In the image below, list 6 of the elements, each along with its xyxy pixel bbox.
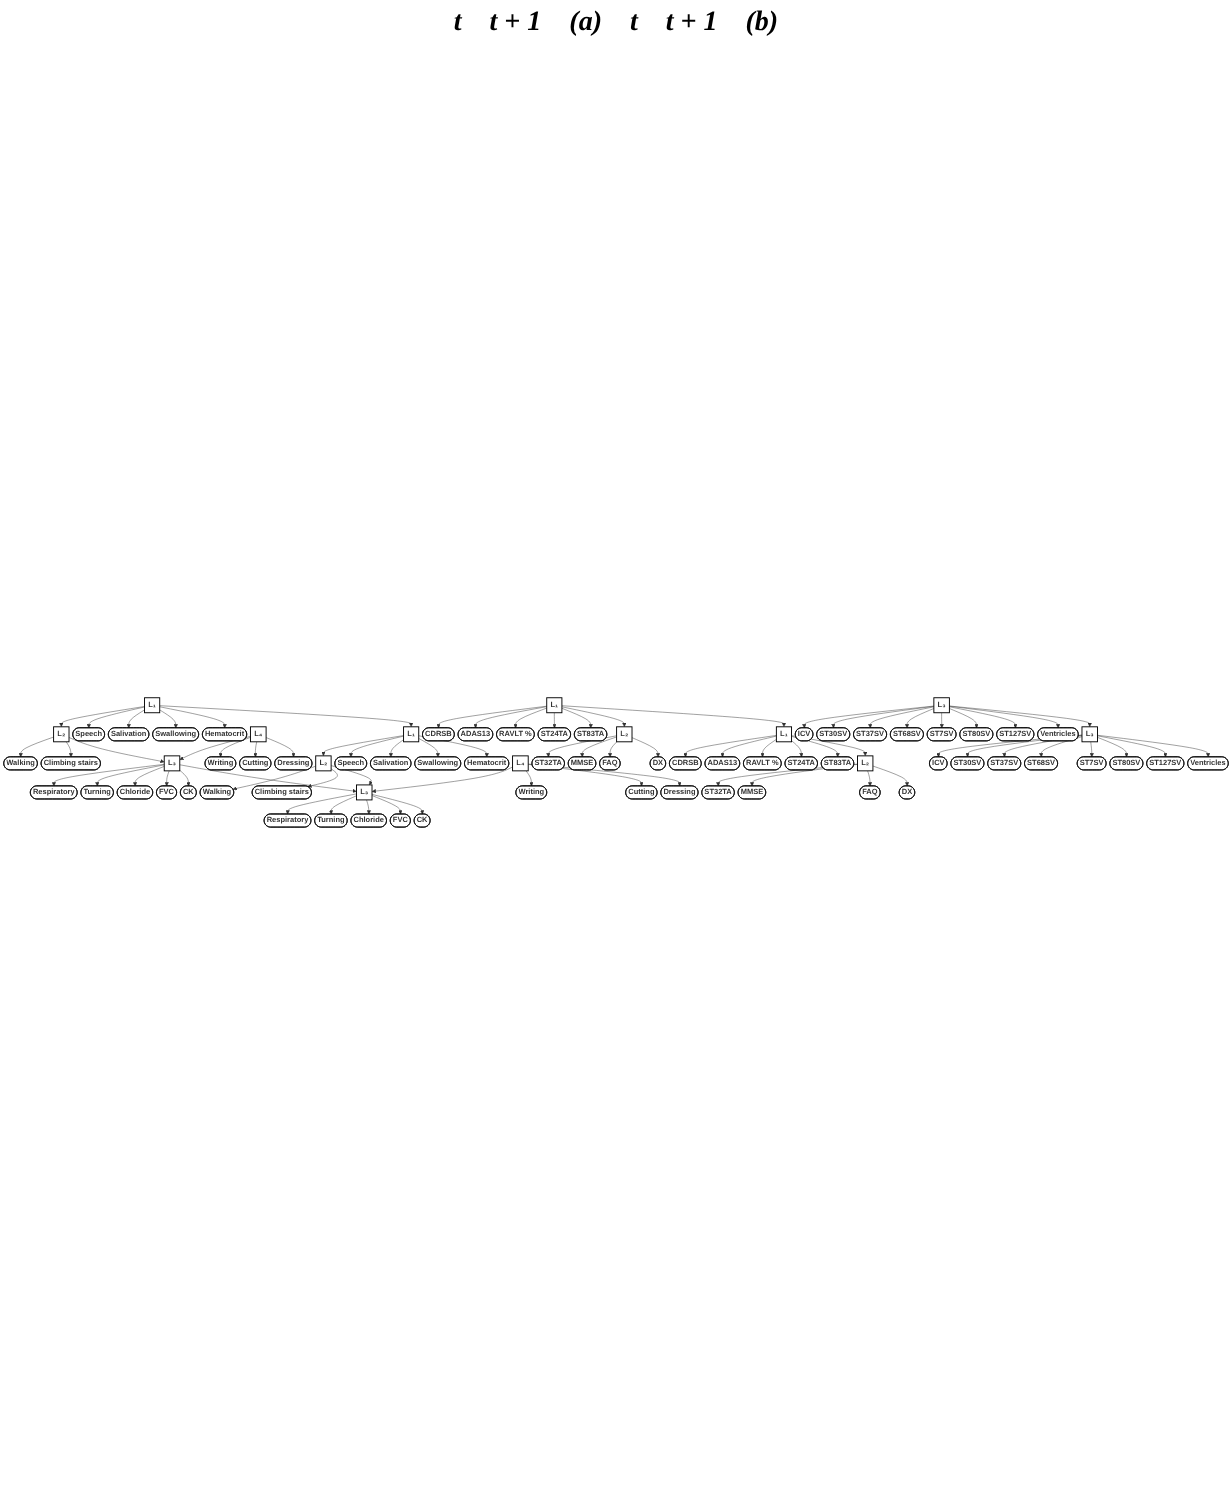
panel-label: t + 1 — [665, 8, 718, 40]
panel-label: (b) — [745, 8, 779, 40]
panel-label: t — [453, 8, 462, 40]
panel-label: t + 1 — [489, 8, 542, 40]
panel-label: t — [630, 8, 638, 40]
panel-label: (a) — [569, 8, 602, 40]
